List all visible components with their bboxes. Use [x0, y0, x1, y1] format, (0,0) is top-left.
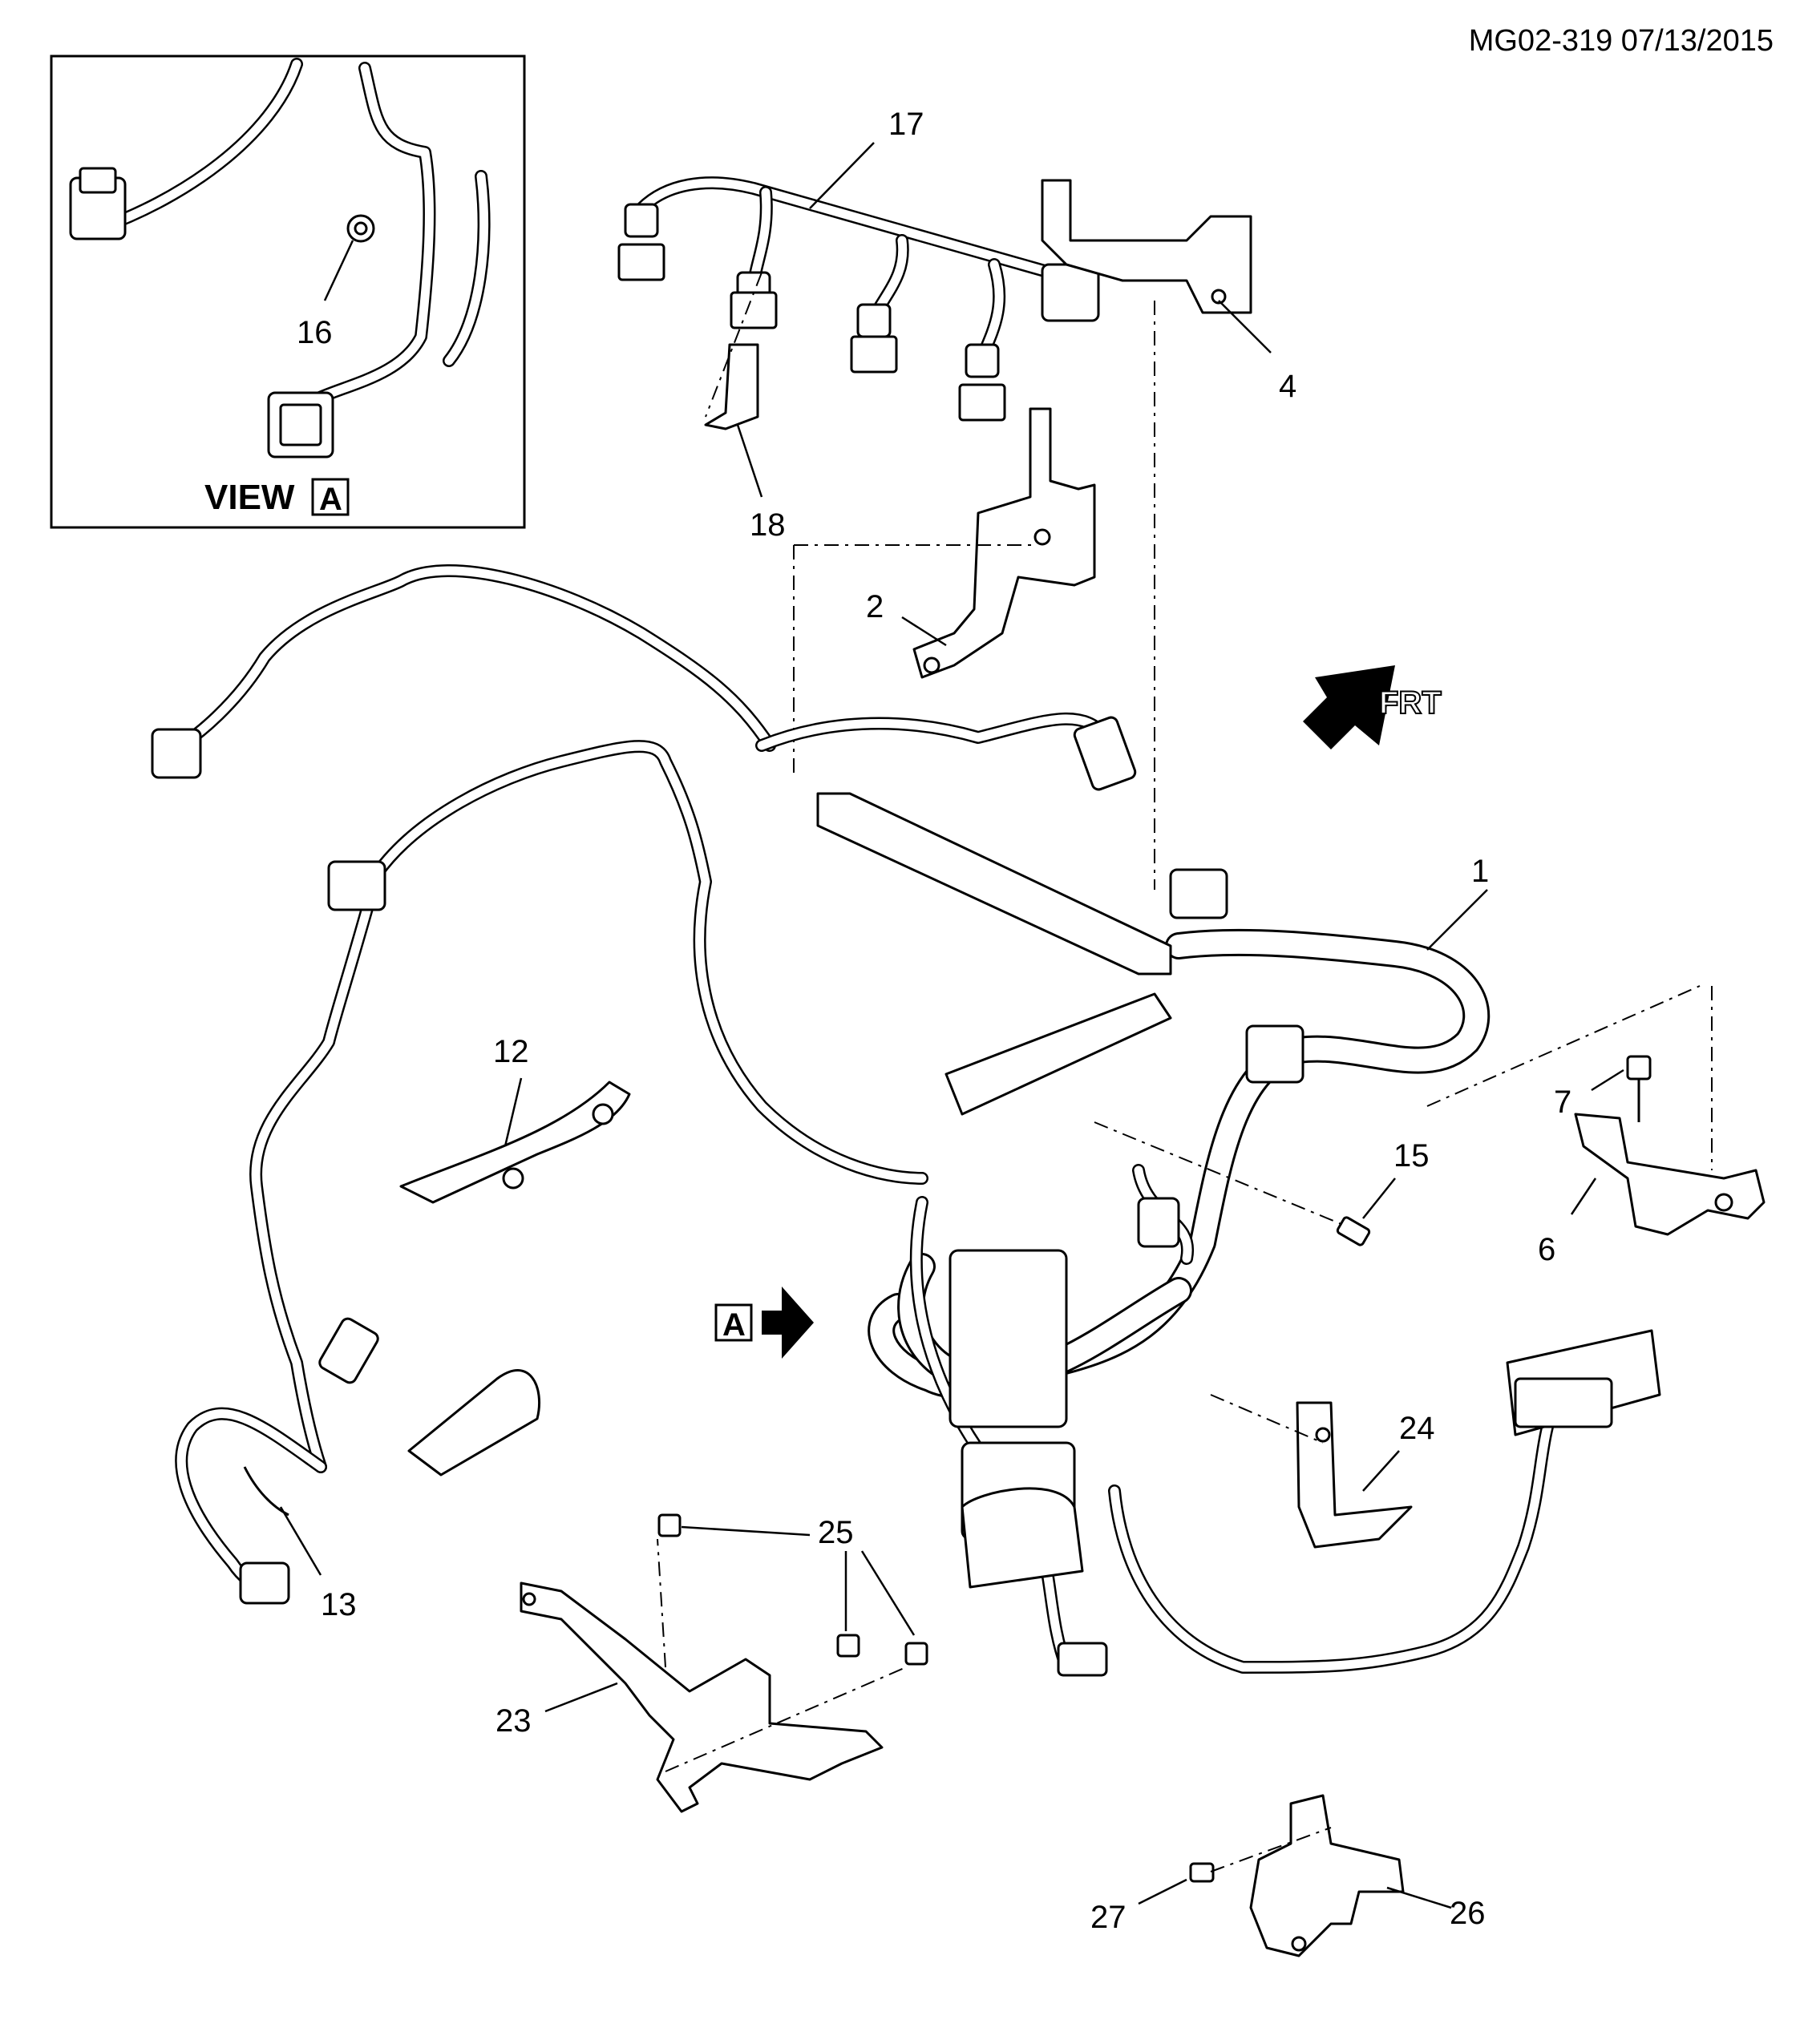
view-a-label: VIEW [204, 478, 295, 517]
front-direction-arrow: FRT [1303, 665, 1442, 749]
callout-15: 15 [1393, 1138, 1430, 1173]
fuse-block [1506, 1329, 1661, 1436]
bolt-27: 27 [1090, 1827, 1332, 1935]
view-a-caption: VIEW A [204, 478, 350, 517]
callout-26: 26 [1450, 1896, 1486, 1931]
bracket-6: 6 [1426, 985, 1766, 1267]
bolt-15: 15 [1094, 1121, 1430, 1246]
clip-12: 12 [399, 1034, 631, 1204]
callout-17: 17 [888, 107, 924, 142]
clip-13: 13 [243, 1466, 357, 1622]
view-a-pointer-arrow [762, 1287, 814, 1359]
bolt-7: 7 [1554, 1055, 1652, 1122]
view-a-connector-bottom [267, 391, 334, 458]
callout-27: 27 [1090, 1900, 1126, 1935]
callout-13: 13 [321, 1587, 357, 1622]
bracket-4: 4 [1041, 179, 1296, 890]
callout-23: 23 [495, 1703, 532, 1739]
bracket-18: 18 [704, 272, 786, 543]
view-a-inset: 16 VIEW A [50, 55, 526, 529]
callout-25: 25 [818, 1515, 854, 1550]
shroud-boot [407, 1369, 541, 1476]
callout-4: 4 [1279, 369, 1296, 404]
view-a-pointer-box [714, 1303, 753, 1342]
view-a-pointer: A [714, 1287, 814, 1359]
document-reference: MG02-319 07/13/2015 [1468, 24, 1774, 58]
injector-harness-17: 17 [617, 107, 1100, 422]
callout-7: 7 [1554, 1085, 1571, 1120]
callout-2: 2 [866, 589, 884, 624]
callout-12: 12 [493, 1034, 529, 1069]
view-a-connector-left [69, 167, 127, 240]
callout-16: 16 [297, 315, 333, 350]
center-rail [816, 792, 1172, 1589]
callout-6: 6 [1538, 1232, 1555, 1267]
frt-label: FRT [1379, 685, 1442, 721]
bracket-23: 23 [495, 1538, 907, 1813]
bolts-25: 25 [657, 1513, 928, 1666]
bracket-26: 26 [1249, 1794, 1486, 1957]
callout-18: 18 [750, 507, 786, 543]
view-a-letter: A [319, 482, 342, 517]
bracket-24: 24 [1210, 1394, 1435, 1549]
view-a-letter-box [311, 478, 350, 516]
view-a-clip-16 [346, 214, 375, 243]
view-a-pointer-letter: A [722, 1307, 746, 1343]
callout-1: 1 [1471, 854, 1489, 889]
main-harness-1: 1 [151, 564, 1661, 1677]
callout-24: 24 [1399, 1411, 1435, 1446]
